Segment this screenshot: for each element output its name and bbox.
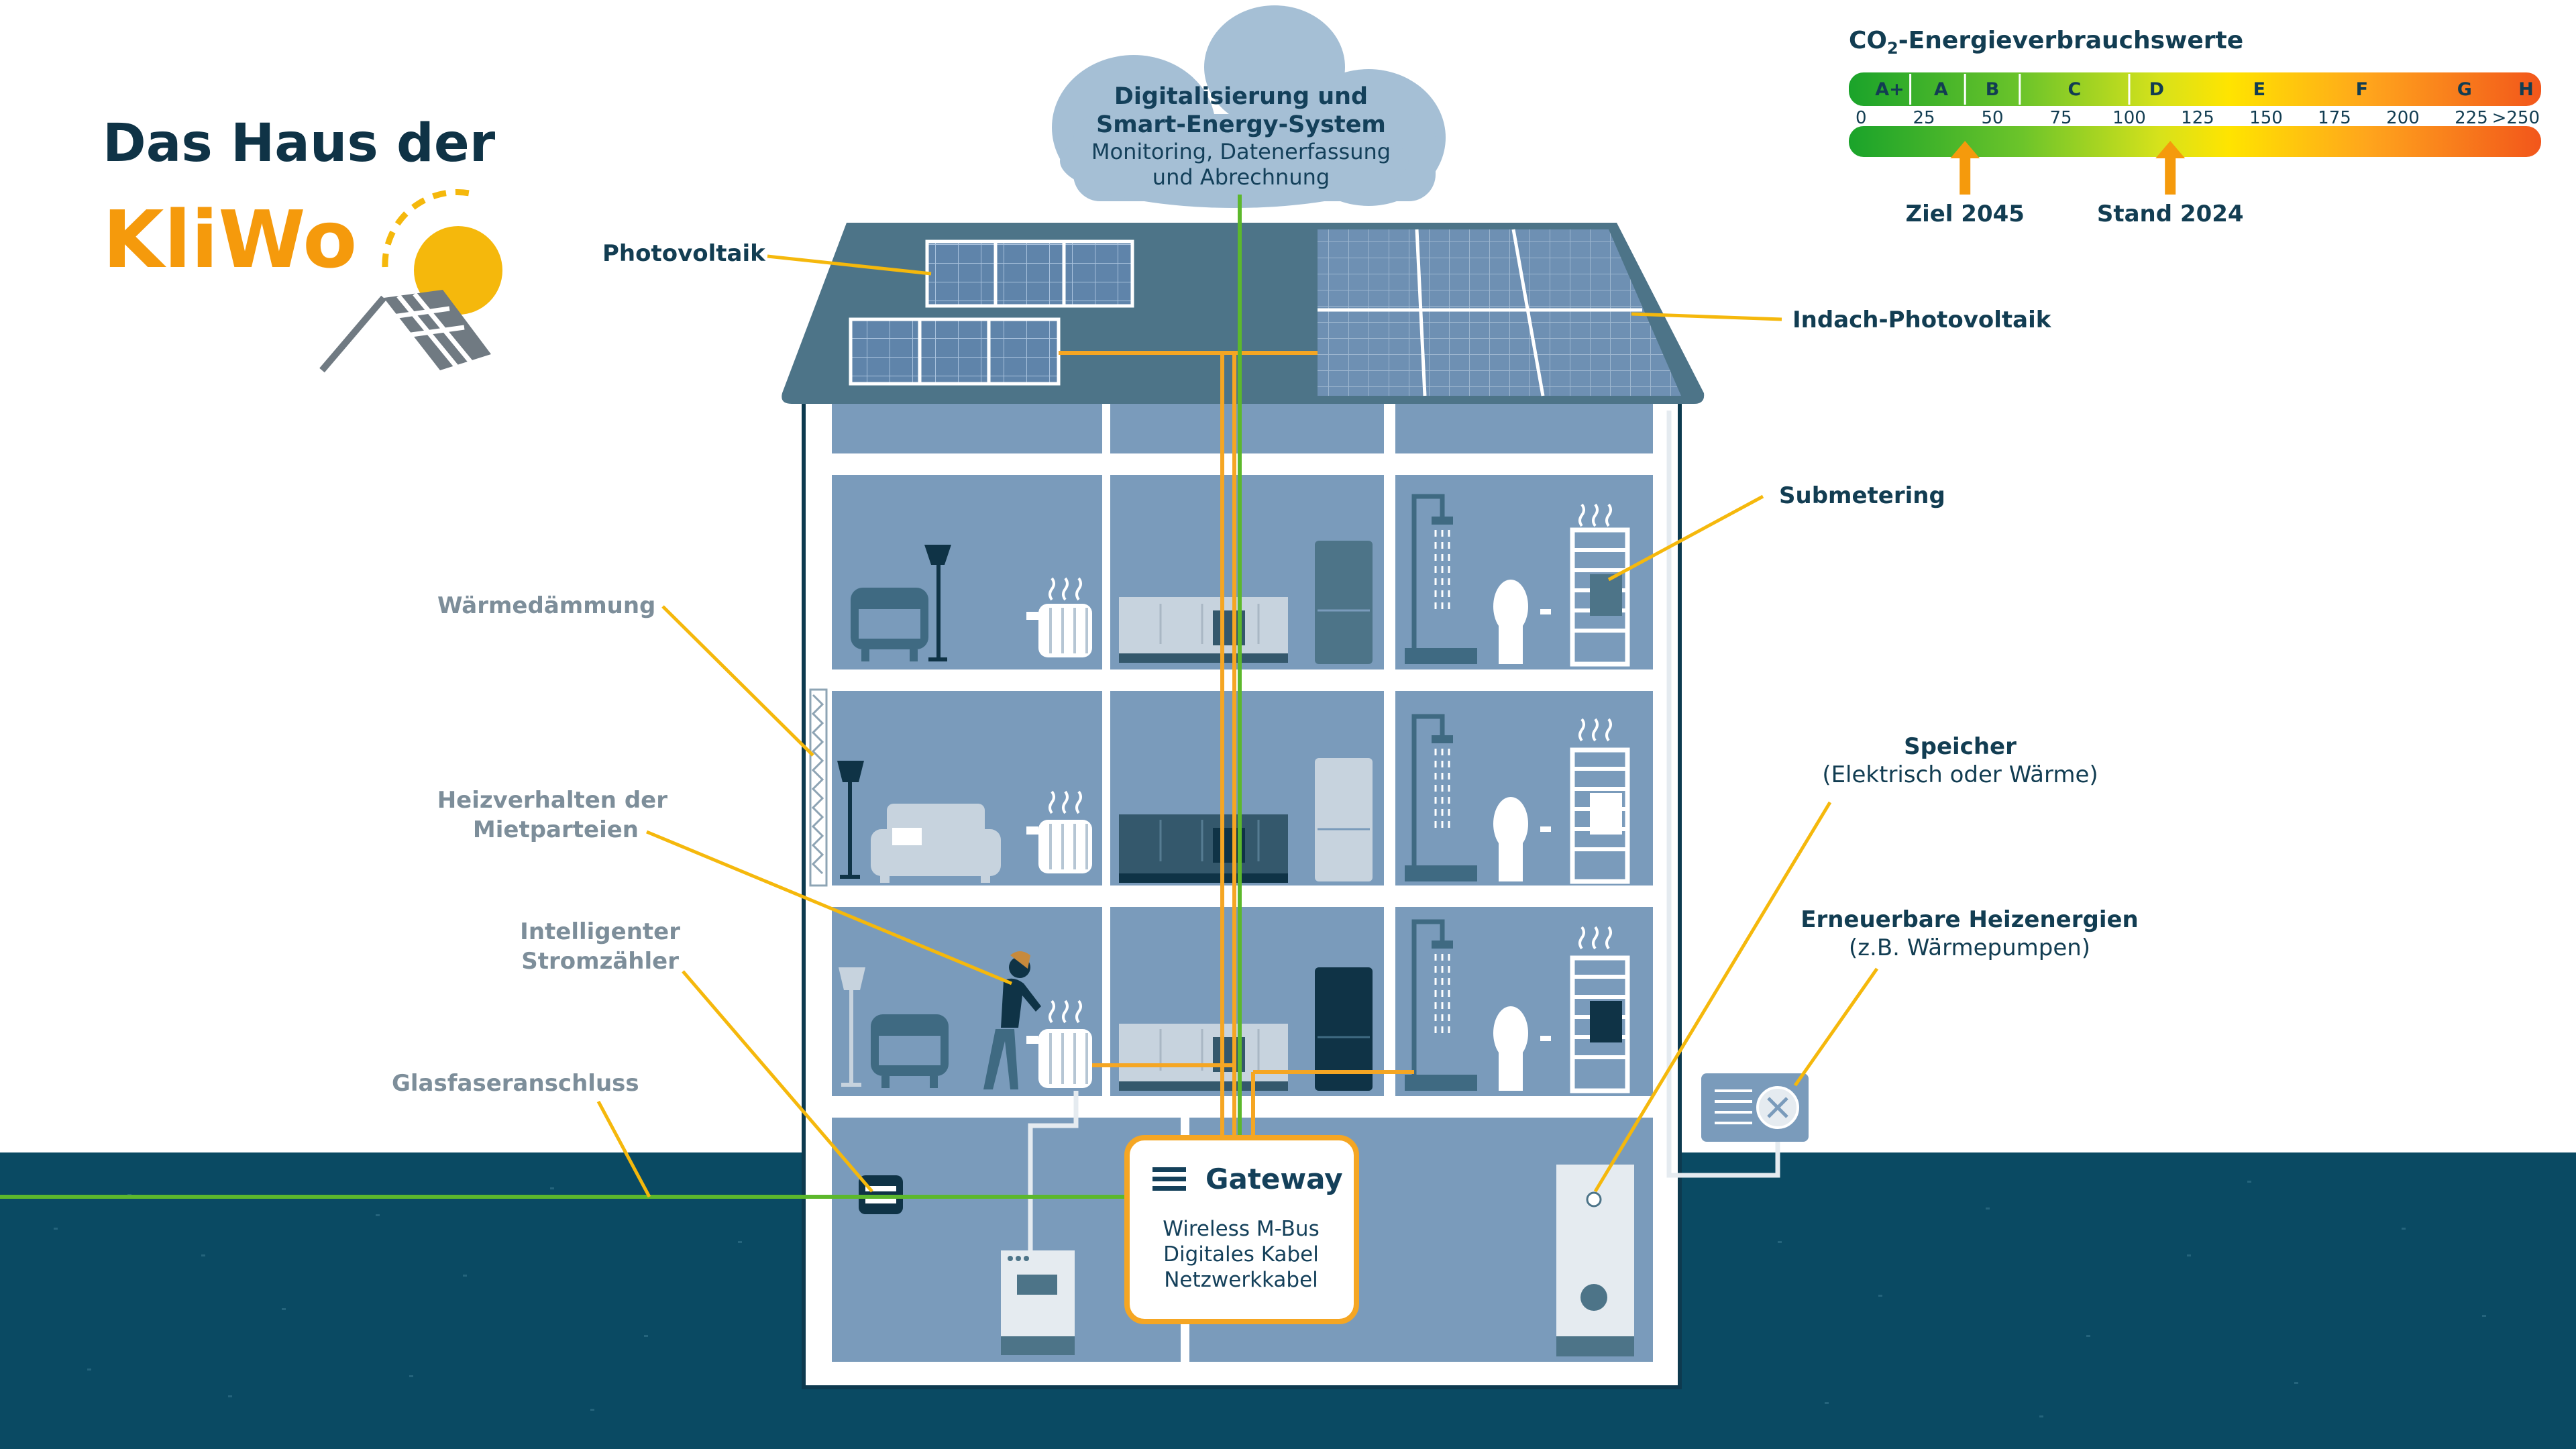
energy-classes: A+ A B C D E F G H: [1875, 74, 2534, 105]
label-indach-photovoltaik: Indach-Photovoltaik: [1792, 307, 2052, 333]
floor-lamp-icon-3: [839, 967, 865, 1087]
person-icon: [983, 951, 1041, 1089]
fridge-icon: [1315, 541, 1373, 664]
fridge-icon-3: [1315, 967, 1373, 1091]
towel-radiator-icon-2: [1570, 718, 1630, 884]
gateway-line-3: Netzwerkkabel: [1164, 1268, 1318, 1292]
energy-scale: CO2-Energieverbrauchswerte A+ A B C D E F G H 0 2…: [1849, 27, 2541, 227]
energy-class-label: H: [2518, 79, 2534, 100]
cloud-subtitle-1: Monitoring, Datenerfassung: [1091, 139, 1391, 164]
radiator-icon: [1026, 577, 1092, 657]
energy-class-label: B: [1986, 79, 2000, 100]
kitchen-icon-3: [1119, 1024, 1288, 1091]
gateway-line-2: Digitales Kabel: [1163, 1242, 1319, 1267]
pipes: [0, 195, 1780, 1250]
energy-class-label: E: [2253, 79, 2265, 100]
furniture: [837, 494, 1634, 1356]
label-heizverhalten-2: Mietparteien: [473, 816, 639, 843]
label-waermedaemmung: Wärmedämmung: [437, 592, 655, 619]
energy-scale-bottom-bar: [1849, 126, 2541, 157]
kitchen-icon: [1119, 597, 1288, 663]
energy-tick-label: 125: [2181, 108, 2214, 128]
page-title: Das Haus der: [103, 113, 496, 174]
label-photovoltaik: Photovoltaik: [602, 240, 766, 267]
label-speicher-1: Speicher: [1904, 733, 2017, 760]
label-speicher-2: (Elektrisch oder Wärme): [1822, 761, 2098, 788]
heat-pump-icon: [1701, 1073, 1809, 1142]
roof: [782, 223, 1705, 404]
toilet-icon-3: [1493, 1006, 1551, 1091]
menu-icon: [1152, 1167, 1186, 1191]
label-stromzaehler-2: Stromzähler: [521, 948, 679, 975]
label-submetering: Submetering: [1779, 482, 1945, 509]
gateway: Gateway Wireless M-Bus Digitales Kabel N…: [1124, 1135, 1359, 1324]
energy-tick-label: 200: [2386, 108, 2420, 128]
logo: Das Haus der KliWo: [103, 113, 502, 373]
label-stromzaehler-1: Intelligenter: [520, 918, 680, 945]
energy-tick-label: 50: [1981, 108, 2003, 128]
kitchen-icon-2: [1119, 814, 1288, 883]
energy-ticks: 0 25 50 75 100 125 150 175 200 225>250: [1856, 108, 2540, 128]
floor-lamp-icon-2: [837, 761, 864, 879]
shower-icon-2: [1405, 714, 1477, 881]
energy-marker-label: Stand 2024: [2097, 201, 2244, 227]
armchair-icon: [851, 588, 928, 661]
armchair-icon-2: [871, 1014, 949, 1088]
label-glasfaseranschluss: Glasfaseranschluss: [392, 1070, 639, 1097]
energy-marker-arrow-icon: [1950, 141, 1980, 195]
energy-class-label: A+: [1875, 79, 1904, 100]
energy-tick-label: 25: [1913, 108, 1935, 128]
energy-marker-label: Ziel 2045: [1905, 201, 2025, 227]
energy-class-label: A: [1934, 79, 1948, 100]
washing-machine-icon: [1001, 1250, 1075, 1355]
solar-panel-icon: [319, 290, 491, 373]
shower-icon-3: [1405, 919, 1477, 1091]
radiator-icon-2: [1026, 790, 1092, 873]
insulation-icon: [809, 688, 828, 887]
energy-class-label: F: [2356, 79, 2368, 100]
toilet-icon-2: [1493, 797, 1551, 881]
energy-tick-label: 175: [2318, 108, 2351, 128]
label-heizverhalten-1: Heizverhalten der: [437, 787, 668, 814]
cloud-title-2: Smart-Energy-System: [1096, 111, 1386, 138]
floor-lamp-icon: [924, 545, 951, 661]
gateway-line-1: Wireless M-Bus: [1163, 1217, 1319, 1241]
energy-marker-arrow-icon: [2155, 141, 2186, 195]
label-heizenergien-1: Erneuerbare Heizenergien: [1801, 906, 2139, 933]
photovoltaik-panels: [849, 239, 1134, 386]
fridge-icon-2: [1315, 758, 1373, 881]
toilet-icon: [1493, 580, 1551, 664]
gateway-title: Gateway: [1205, 1163, 1343, 1195]
indach-photovoltaik-panels: [1318, 229, 1681, 396]
energy-markers: Ziel 2045 Stand 2024: [1905, 141, 2244, 227]
cloud: Digitalisierung und Smart-Energy-System …: [1052, 5, 1446, 208]
towel-radiator-icon: [1570, 503, 1630, 667]
energy-scale-top-bar: [1849, 72, 2541, 106]
callout-lines: [596, 254, 1879, 1198]
shower-icon: [1405, 494, 1477, 664]
energy-tick-label: 150: [2249, 108, 2283, 128]
energy-class-label: C: [2068, 79, 2081, 100]
brand-name: KliWo: [103, 193, 357, 286]
energy-tick-label: 0: [1856, 108, 1867, 128]
cloud-title-1: Digitalisierung und: [1114, 83, 1368, 110]
energy-class-label: D: [2149, 79, 2164, 100]
energy-tick-label: 225: [2455, 108, 2488, 128]
towel-radiator-icon-3: [1570, 926, 1630, 1093]
energy-tick-label: >250: [2492, 108, 2540, 128]
storage-tank-icon: [1556, 1165, 1634, 1356]
energy-scale-title: CO2-Energieverbrauchswerte: [1849, 27, 2243, 58]
labels: Photovoltaik Indach-Photovoltaik Submete…: [392, 240, 2139, 1097]
label-heizenergien-2: (z.B. Wärmepumpen): [1849, 934, 2090, 961]
energy-class-label: G: [2457, 79, 2472, 100]
energy-tick-label: 100: [2112, 108, 2146, 128]
sofa-icon: [871, 804, 1001, 883]
radiator-icon-3: [1026, 1000, 1092, 1088]
energy-tick-label: 75: [2049, 108, 2072, 128]
cloud-subtitle-2: und Abrechnung: [1152, 164, 1330, 190]
